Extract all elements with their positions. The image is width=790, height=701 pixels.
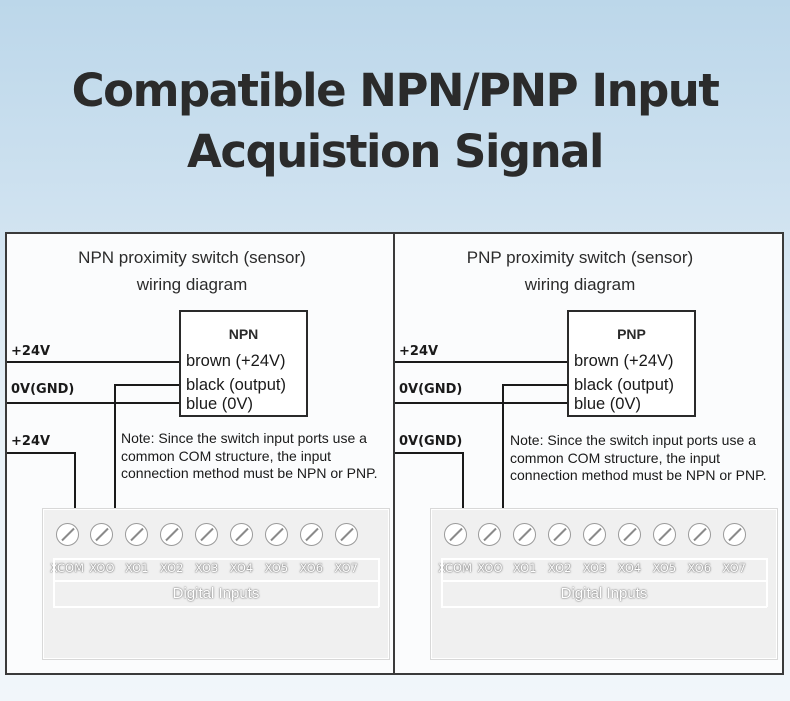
terminal-screw-icon bbox=[583, 523, 607, 546]
terminal-screw-icon bbox=[687, 523, 711, 546]
terminal-label: XO6 bbox=[299, 561, 324, 575]
terminal-label: XO5 bbox=[652, 561, 677, 575]
terminal-label: XO7 bbox=[722, 561, 746, 575]
terminal-screw-icon bbox=[90, 523, 114, 546]
terminal-screw-icon bbox=[160, 523, 184, 546]
terminal-label: XO2 bbox=[547, 561, 572, 575]
npn-wire-black-h bbox=[114, 384, 181, 386]
terminal-label: XO4 bbox=[229, 561, 254, 575]
npn-sensor-box: NPN brown (+24V) black (output) blue (0V… bbox=[179, 310, 308, 417]
npn-digital-inputs-label: Digital Inputs bbox=[172, 585, 260, 602]
terminal-label: XO4 bbox=[617, 561, 642, 575]
terminal-label: XCOM bbox=[49, 561, 85, 575]
pnp-label-24v: +24V bbox=[399, 344, 439, 359]
page-title: Compatible NPN/PNP Input Acquistion Sign… bbox=[0, 60, 790, 182]
pnp-sensor-name: PNP bbox=[617, 326, 646, 342]
terminal-screw-icon bbox=[125, 523, 149, 546]
terminal-screw-icon bbox=[722, 523, 746, 546]
pnp-block-line-top bbox=[441, 558, 767, 560]
terminal-label: XO2 bbox=[159, 561, 184, 575]
npn-wire-com-v bbox=[74, 452, 76, 512]
npn-title-line-2: wiring diagram bbox=[136, 275, 248, 294]
panel-divider bbox=[393, 232, 395, 675]
terminal-screw-icon bbox=[548, 523, 572, 546]
npn-wire-black-v bbox=[114, 384, 116, 512]
pnp-label-gnd-com: 0V(GND) bbox=[399, 434, 463, 449]
terminal-label: XOO bbox=[89, 561, 115, 575]
pnp-block-line-left bbox=[441, 558, 443, 607]
pnp-digital-inputs-label: Digital Inputs bbox=[560, 585, 648, 602]
terminal-screw-icon bbox=[334, 523, 358, 546]
pnp-terminal-block: XCOM XOO XO1 XO2 XO3 XO4 XO5 XO6 XO7 Digital Inp… bbox=[430, 508, 778, 660]
pnp-wire-com-h bbox=[395, 452, 463, 454]
pnp-panel: PNP proximity switch (sensor) wiring dia… bbox=[395, 234, 783, 674]
npn-block-line-bottom bbox=[53, 606, 379, 608]
pnp-wire-com-v bbox=[462, 452, 464, 512]
npn-block-line-top bbox=[53, 558, 379, 560]
npn-terminal-block: XCOM XOO XO1 XO2 XO3 XO4 XO5 XO6 XO7 Digital Inp… bbox=[42, 508, 390, 660]
terminal-label: XO1 bbox=[513, 561, 537, 575]
npn-panel: NPN proximity switch (sensor) wiring dia… bbox=[7, 234, 395, 674]
pnp-wire-blue bbox=[395, 402, 567, 404]
npn-label-24v: +24V bbox=[11, 344, 51, 359]
npn-block-line-right bbox=[378, 558, 380, 607]
terminal-screw-icon bbox=[478, 523, 502, 546]
terminal-screw-icon bbox=[55, 523, 79, 546]
terminal-screw-icon bbox=[299, 523, 323, 546]
pnp-wire-black-h bbox=[502, 384, 569, 386]
title-line-2: Acquistion Signal bbox=[187, 125, 604, 178]
npn-sensor-name: NPN bbox=[228, 326, 259, 342]
pnp-block-line-mid bbox=[441, 580, 767, 582]
pnp-title-line-1: PNP proximity switch (sensor) bbox=[466, 248, 694, 267]
npn-block-line-mid bbox=[53, 580, 379, 582]
npn-brown-label: brown (+24V) bbox=[186, 352, 286, 370]
terminal-label: XOO bbox=[477, 561, 503, 575]
pnp-blue-label: blue (0V) bbox=[574, 395, 641, 413]
pnp-block-line-right bbox=[766, 558, 768, 607]
pnp-black-label: black (output) bbox=[574, 376, 674, 394]
terminal-screw-icon bbox=[652, 523, 676, 546]
terminal-label: XO3 bbox=[194, 561, 219, 575]
npn-panel-title: NPN proximity switch (sensor) wiring dia… bbox=[7, 244, 377, 298]
pnp-label-gnd: 0V(GND) bbox=[399, 382, 463, 397]
terminal-screw-icon bbox=[195, 523, 219, 546]
terminal-label: XO3 bbox=[582, 561, 607, 575]
title-line-1: Compatible NPN/PNP Input bbox=[71, 64, 720, 117]
terminal-label: XCOM bbox=[437, 561, 473, 575]
terminal-screw-icon bbox=[230, 523, 253, 546]
pnp-wire-brown bbox=[395, 361, 567, 363]
terminal-screw-icon bbox=[513, 523, 537, 546]
pnp-brown-label: brown (+24V) bbox=[574, 352, 674, 370]
pnp-sensor-box: PNP brown (+24V) black (output) blue (0V… bbox=[567, 310, 696, 417]
npn-blue-label: blue (0V) bbox=[186, 395, 253, 413]
terminal-screw-icon bbox=[618, 523, 641, 546]
terminal-label: XO1 bbox=[125, 561, 149, 575]
pnp-panel-title: PNP proximity switch (sensor) wiring dia… bbox=[395, 244, 765, 298]
npn-label-24v-com: +24V bbox=[11, 434, 51, 449]
npn-wire-brown bbox=[7, 361, 179, 363]
npn-block-line-left bbox=[53, 558, 55, 607]
npn-black-label: black (output) bbox=[186, 376, 286, 394]
terminal-label: XO7 bbox=[334, 561, 358, 575]
terminal-screw-icon bbox=[264, 523, 288, 546]
terminal-label: XO5 bbox=[264, 561, 289, 575]
npn-wire-com-h bbox=[7, 452, 75, 454]
pnp-note: Note: Since the switch input ports use a… bbox=[510, 432, 767, 483]
pnp-wire-black-v bbox=[502, 384, 504, 512]
npn-title-line-1: NPN proximity switch (sensor) bbox=[78, 248, 306, 267]
npn-note: Note: Since the switch input ports use a… bbox=[121, 430, 378, 481]
npn-wire-blue bbox=[7, 402, 179, 404]
terminal-screw-icon bbox=[443, 523, 467, 546]
pnp-title-line-2: wiring diagram bbox=[524, 275, 636, 294]
pnp-block-line-bottom bbox=[441, 606, 767, 608]
terminal-label: XO6 bbox=[687, 561, 712, 575]
npn-label-gnd: 0V(GND) bbox=[11, 382, 75, 397]
